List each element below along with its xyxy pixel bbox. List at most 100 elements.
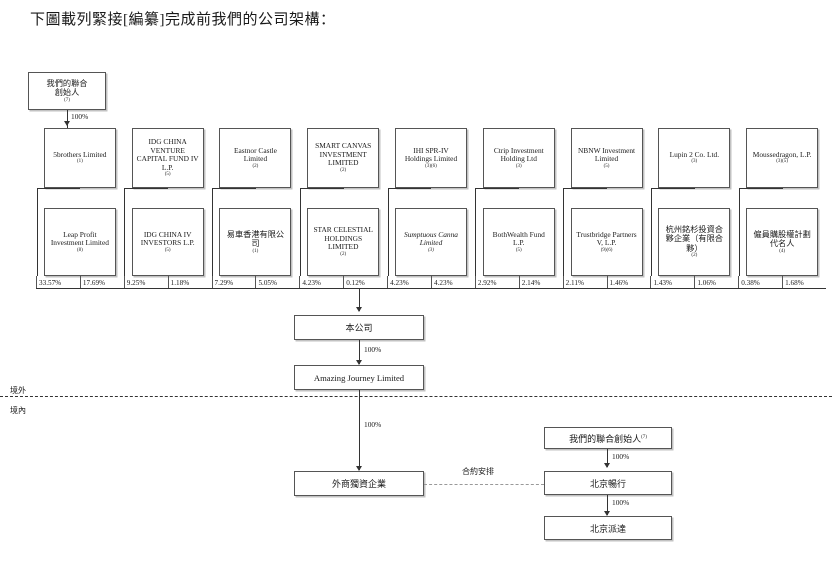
tier2-footnote-3: (2) (340, 251, 347, 257)
box-tier1-3: SMART CANVAS INVESTMENT LIMITED(2) (307, 128, 380, 188)
stem-tier1-elbow-0 (36, 188, 81, 189)
arrow-ajl-to-wfoe (355, 466, 362, 471)
box-tier1-6: NBNW Investment Limited(5) (570, 128, 643, 188)
founders-top-line2: 創始人(7) (54, 88, 80, 103)
box-founders-top: 我們的聯合 創始人(7) (28, 72, 106, 110)
box-beijing-paida: 北京派達 (544, 516, 672, 540)
pct-cell-0-b: 17.69% (79, 276, 124, 289)
pct-founders-to-changxing: 100% (612, 452, 630, 461)
arrow-changxing-to-paida (603, 511, 610, 516)
box-tier1-1: IDG CHINA VENTURE CAPITAL FUND IV L.P.(5… (131, 128, 204, 188)
box-tier1-8: Moussedragon, L.P.(3)(5) (746, 128, 819, 188)
tier1-label-4: IHI SPR-IV Holdings Limited(3)(6) (399, 146, 463, 170)
pct-cell-5-a: 2.92% (474, 276, 519, 289)
box-tier2-1: IDG CHINA IV INVESTORS L.P.(5) (131, 208, 204, 276)
label-contractual-arrangement: 合約安排 (462, 467, 494, 476)
pct-cell-0-a: 33.57% (36, 276, 80, 289)
pct-ajl-to-wfoe: 100% (364, 420, 382, 429)
stem-tier1-elbow-8 (738, 188, 783, 189)
stem-tier1-elbow-4 (387, 188, 432, 189)
connector-ajl-to-wfoe (359, 390, 360, 470)
tier1-label-8: Moussedragon, L.P.(3)(5) (752, 149, 812, 165)
stem-tier1-6 (563, 188, 565, 276)
pct-changxing-to-paida: 100% (612, 498, 630, 507)
tier2-label-3: STAR CELESTIAL HOLDINGS LIMITED(2) (311, 226, 375, 257)
tier1-footnote-4: (3)(6) (425, 163, 437, 169)
pct-cell-5-b: 2.14% (518, 276, 563, 289)
connector-founders-to-changxing (607, 449, 608, 467)
tier1-footnote-3: (2) (340, 167, 347, 173)
tier2-footnote-5: (5) (515, 247, 522, 253)
tier1-footnote-0: (1) (76, 159, 83, 165)
tier1-footnote-2: (2) (252, 163, 259, 169)
tier1-label-2: Eastnor Castle Limited(2) (223, 146, 287, 170)
box-tier2-3: STAR CELESTIAL HOLDINGS LIMITED(2) (307, 208, 380, 276)
box-tier1-2: Eastnor Castle Limited(2) (219, 128, 292, 188)
connector-company-to-ajl (359, 340, 360, 364)
box-tier1-7: Lupin 2 Co. Ltd.(3) (658, 128, 731, 188)
box-tier2-5: BothWealth Fund L.P.(5) (482, 208, 555, 276)
tier1-footnote-1: (5) (164, 172, 171, 178)
stem-tier1-elbow-7 (650, 188, 695, 189)
stem-tier1-0 (36, 188, 38, 276)
arrow-founders-to-5brothers (63, 121, 70, 126)
tier2-label-5: BothWealth Fund L.P.(5) (487, 230, 551, 254)
pct-cell-2-a: 7.29% (211, 276, 256, 289)
box-beijing-changxing: 北京暢行 (544, 471, 672, 495)
tier1-label-1: IDG CHINA VENTURE CAPITAL FUND IV L.P.(5… (136, 137, 199, 178)
stem-tier1-elbow-3 (299, 188, 344, 189)
tier1-label-0: 5brothers Limited(1) (53, 149, 107, 165)
pct-cell-3-a: 4.23% (299, 276, 343, 289)
pct-cell-6-a: 2.11% (562, 276, 607, 289)
pct-cell-8-a: 0.38% (738, 276, 782, 289)
label-offshore: 境外 (10, 386, 26, 395)
tier2-label-2: 易車香港有限公司(1) (223, 230, 287, 255)
pct-cell-1-a: 9.25% (123, 276, 168, 289)
pct-cell-4-a: 4.23% (387, 276, 431, 289)
tier1-label-5: Ctrip Investment Holding Ltd(3) (487, 146, 551, 170)
page-title: 下圖載列緊接[編纂]完成前我們的公司架構： (30, 12, 336, 28)
pct-cell-7-b: 1.06% (694, 276, 738, 289)
box-tier2-7: 杭州銘杉投資合夥企業（有限合夥）(2) (658, 208, 731, 276)
stem-tier1-7 (650, 188, 652, 276)
connector-bus-to-company (359, 288, 360, 311)
arrow-company-to-ajl (355, 360, 362, 365)
tier2-label-6: Trustbridge Partners V, L.P.(9)(6) (576, 229, 637, 253)
pct-cell-3-b: 0.12% (343, 276, 387, 289)
connector-founders-to-5brothers (67, 110, 68, 128)
contractual-arrangement-line (424, 484, 544, 485)
founders-top-line1: 我們的聯合 (46, 78, 88, 88)
pct-company-to-ajl: 100% (364, 345, 382, 354)
box-tier1-4: IHI SPR-IV Holdings Limited(3)(6) (395, 128, 467, 188)
tier2-footnote-4: (3) (428, 247, 434, 253)
stem-tier1-8 (738, 188, 740, 276)
box-tier1-5: Ctrip Investment Holding Ltd(3) (482, 128, 555, 188)
pct-cell-7-a: 1.43% (650, 276, 694, 289)
tier2-label-7: 杭州銘杉投資合夥企業（有限合夥）(2) (662, 225, 726, 259)
tier1-footnote-6: (5) (603, 163, 610, 169)
ownership-bus-line (36, 288, 826, 289)
tier2-label-0: Leap Profit Investment Limited(8) (48, 230, 112, 254)
stem-tier1-elbow-1 (124, 188, 169, 189)
pct-cell-6-b: 1.46% (606, 276, 651, 289)
tier2-footnote-7: (2) (691, 253, 698, 259)
pct-founders-to-5brothers: 100% (71, 112, 89, 121)
box-amazing-journey: Amazing Journey Limited (294, 365, 424, 390)
box-tier2-8: 僱員購股權計劃代名人(4) (746, 208, 819, 276)
box-tier2-4: Sumptuous Canna Limited(3) (395, 208, 467, 276)
founders-bottom-label: 我們的聯合創始人(7) (569, 433, 647, 444)
stem-tier1-elbow-5 (475, 188, 520, 189)
tier2-footnote-8: (4) (779, 248, 786, 254)
stem-tier1-elbow-6 (563, 188, 608, 189)
stem-tier1-2 (212, 188, 214, 276)
pct-cell-1-b: 1.18% (167, 276, 212, 289)
pct-cell-4-b: 4.23% (431, 276, 475, 289)
tier1-footnote-8: (3)(5) (776, 159, 788, 165)
tier1-footnote-7: (3) (691, 159, 698, 165)
tier2-footnote-1: (5) (164, 247, 171, 253)
label-onshore: 境內 (10, 406, 26, 415)
stem-tier1-4 (387, 188, 389, 276)
pct-cell-8-b: 1.68% (782, 276, 826, 289)
box-tier1-0: 5brothers Limited(1) (43, 128, 116, 188)
tier2-footnote-0: (8) (76, 247, 83, 253)
